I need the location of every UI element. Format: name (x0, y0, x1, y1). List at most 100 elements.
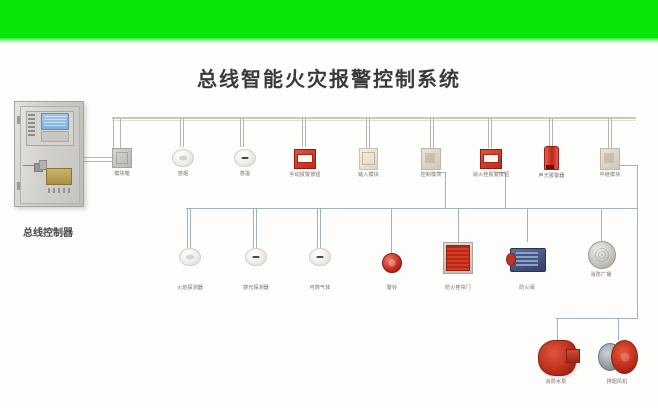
fire-pump-icon (538, 340, 576, 376)
drop2-wire-2 (253, 208, 254, 248)
drop-wire-4b (369, 118, 370, 148)
manual-call-point-icon (294, 149, 316, 169)
device-alarm-bell[interactable]: 警铃 (382, 253, 402, 291)
device-gas-detector[interactable]: 可燃气体 (309, 248, 331, 291)
device-fire-pump[interactable]: 消防水泵 (538, 340, 576, 385)
wire-controller-out-2 (82, 161, 114, 162)
riser-input-module (445, 172, 446, 209)
drop2-wire-3b (320, 208, 321, 248)
device-label: 感温 (239, 171, 251, 177)
device-control-module[interactable]: 控制模块 (421, 148, 441, 178)
drop2-wire-1 (187, 208, 188, 248)
drop2-wire-1b (190, 208, 191, 248)
device-flame-detector[interactable]: 火焰探测器 (177, 248, 203, 291)
device-fire-shutter[interactable]: 防火卷帘门 (443, 242, 473, 291)
device-repeater-module[interactable]: 中继模块 (600, 148, 620, 178)
device-label: 手动报警按钮 (289, 172, 321, 178)
riser-control-module-h (497, 172, 506, 173)
device-label: 消防广播 (590, 272, 612, 278)
drop2-wire-3 (317, 208, 318, 248)
device-label: 消防水泵 (545, 379, 567, 385)
reset-button[interactable] (39, 160, 47, 170)
device-pa-speaker[interactable]: 消防广播 (588, 241, 616, 278)
drop-wire-2 (240, 118, 241, 147)
gas-detector-icon (309, 248, 331, 266)
bus-line-main (112, 117, 636, 119)
drop-wire-4 (366, 118, 367, 148)
drop-wire-1 (180, 118, 181, 147)
fire-shutter-icon (443, 242, 473, 274)
status-led-strip (28, 114, 37, 138)
drop-wire-8b (611, 118, 612, 148)
light-detector-icon (245, 248, 267, 266)
module-box-icon (112, 148, 132, 168)
drop-wire-5 (430, 118, 431, 148)
cabinet-hinge-top (17, 116, 20, 124)
device-label: 输入模块 (358, 172, 379, 178)
door-handle-bar (23, 165, 34, 166)
input-module-icon (359, 148, 378, 170)
sounder-strobe-icon (544, 146, 559, 170)
drop2-wire-bell (391, 208, 392, 253)
drop-wire-5b (433, 118, 434, 148)
green-banner (0, 0, 658, 38)
bottom-branch-bus (556, 318, 638, 319)
fan-impeller (611, 340, 638, 374)
cabinet-hinge-bottom (17, 182, 20, 190)
device-smoke-detector[interactable]: 感烟 (172, 149, 194, 177)
device-hydrant-call-point[interactable]: 消火栓报警按钮 (473, 149, 509, 178)
bus-controller-cabinet[interactable] (14, 101, 84, 207)
drop-wire-6 (488, 118, 489, 148)
device-label: 中继模块 (599, 172, 621, 178)
device-heat-detector[interactable]: 感温 (234, 149, 256, 177)
device-label: 感光探测器 (242, 285, 270, 291)
device-label: 模块箱 (114, 171, 130, 177)
drop2-wire-damper (527, 208, 528, 242)
device-label: 防火卷帘门 (444, 285, 472, 291)
drop3-wire-fan (618, 318, 619, 340)
device-label: 感烟 (177, 171, 189, 177)
banner-fade (0, 38, 658, 43)
drop-wire-7b (552, 118, 553, 146)
device-label: 可燃气体 (309, 285, 331, 291)
device-label: 火焰探测器 (176, 285, 204, 291)
smoke-exhaust-fan-icon (598, 340, 638, 374)
bottom-branch-riser (637, 208, 638, 318)
drop-wire-2b (243, 118, 244, 147)
device-fire-damper[interactable]: 防火阀 (506, 248, 546, 291)
heat-detector-icon (234, 149, 256, 167)
riser-control-module (505, 172, 506, 209)
drop2-wire-speaker (601, 208, 602, 241)
repeater-module-icon (600, 148, 620, 170)
drop3-wire-pump (557, 318, 558, 340)
device-label: 警铃 (386, 285, 398, 291)
device-sounder-strobe[interactable]: 声光报警器 (538, 146, 564, 179)
bus-controller-label: 总线控制器 (23, 228, 73, 239)
wire-controller-out-1 (82, 157, 114, 158)
device-label: 防火阀 (519, 285, 535, 291)
riser-repeater-module (637, 165, 638, 209)
device-label: 控制模块 (420, 172, 442, 178)
fire-damper-icon (506, 248, 546, 272)
drop2-wire-rolling (458, 208, 459, 242)
nameplate (46, 168, 72, 185)
smoke-detector-icon (172, 149, 194, 167)
keypad[interactable] (41, 131, 69, 142)
drop-wire-3b (305, 118, 306, 147)
drop-wire-6b (491, 118, 492, 148)
device-module-box[interactable]: 模块箱 (112, 148, 132, 177)
device-label: 排烟风机 (606, 379, 628, 385)
lcd-screen (41, 113, 69, 130)
device-light-detector[interactable]: 感光探测器 (243, 248, 269, 291)
pa-speaker-icon (588, 241, 616, 269)
device-input-module[interactable]: 输入模块 (358, 148, 379, 178)
device-label: 声光报警器 (538, 173, 565, 179)
device-manual-call-point[interactable]: 手动报警按钮 (289, 149, 320, 178)
page-title: 总线智能火灾报警控制系统 (197, 67, 461, 91)
drop-wire-8 (608, 118, 609, 148)
bus-line-secondary (186, 208, 638, 209)
device-smoke-exhaust-fan[interactable]: 排烟风机 (598, 340, 638, 385)
hydrant-call-point-icon (480, 149, 502, 169)
damper-actuator (506, 253, 516, 266)
